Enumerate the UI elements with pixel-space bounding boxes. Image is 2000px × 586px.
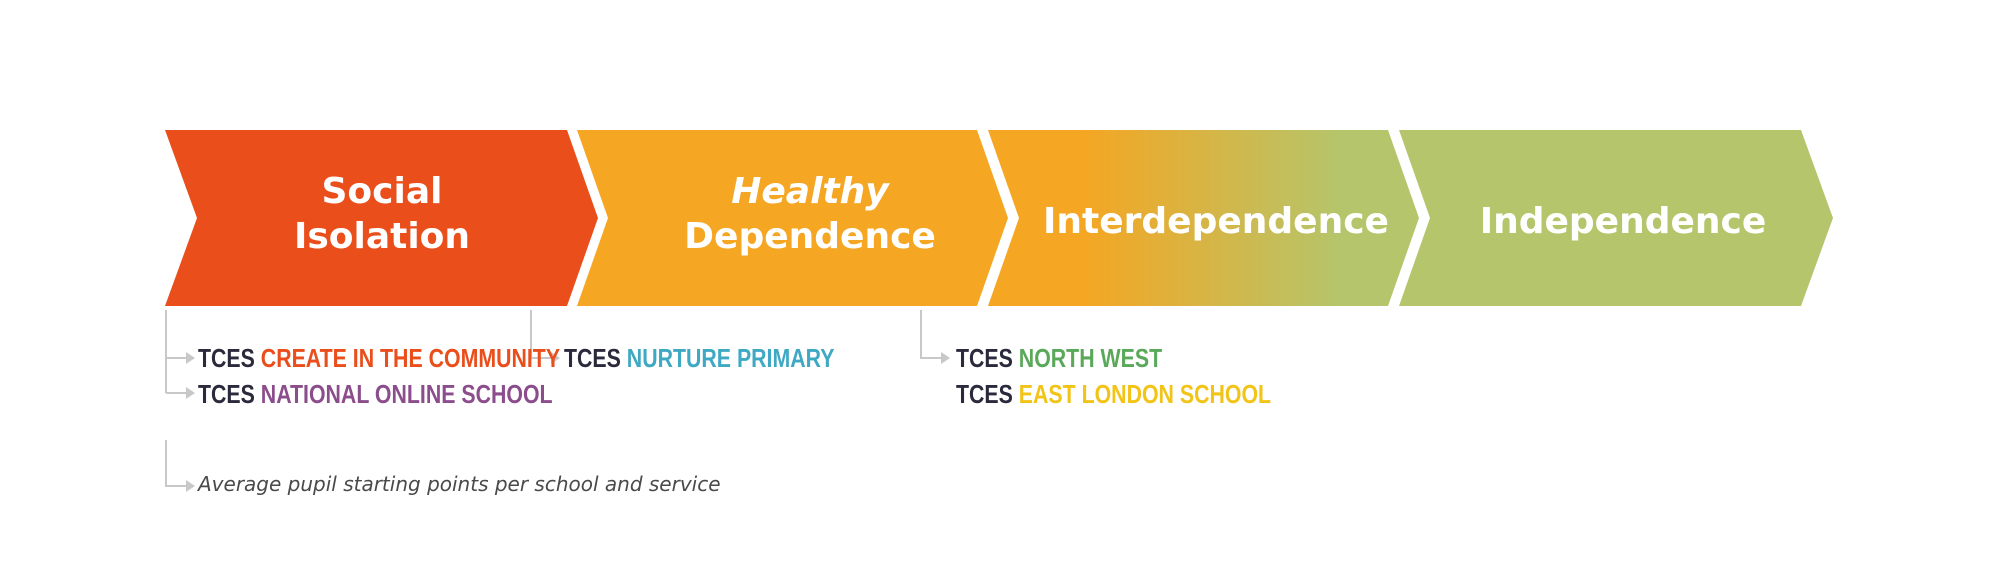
school-name: CREATE IN THE COMMUNITY: [260, 343, 561, 373]
stage-healthy-dependence-label-1: Healthy: [731, 171, 890, 212]
stage-interdependence-chevron: [988, 130, 1419, 306]
stage-social-isolation-label-2: Isolation: [294, 216, 470, 257]
stage-independence-chevron: [1399, 130, 1833, 306]
connector-social-isolation: [165, 310, 195, 399]
school-name: NATIONAL ONLINE SCHOOL: [260, 379, 553, 409]
legend-note: Average pupil starting points per school…: [198, 472, 721, 496]
school-prefix: TCES: [564, 343, 621, 373]
connector-interdependence: [920, 310, 950, 364]
school-prefix: TCES: [956, 343, 1013, 373]
school-name: NURTURE PRIMARY: [626, 343, 835, 373]
connector-healthy-dependence: [530, 310, 560, 364]
school-create-in-the-community: TCES CREATE IN THE COMMUNITY: [198, 343, 560, 374]
school-prefix: TCES: [198, 343, 255, 373]
connector-note: [165, 440, 195, 492]
school-prefix: TCES: [198, 379, 255, 409]
stage-interdependence-label: Interdependence: [1043, 201, 1389, 242]
school-nurture-primary: TCES NURTURE PRIMARY: [564, 343, 834, 374]
school-name: EAST LONDON SCHOOL: [1018, 379, 1272, 409]
stage-healthy-dependence-chevron: [577, 130, 1008, 306]
school-name: NORTH WEST: [1018, 343, 1163, 373]
stage-social-isolation-chevron: [165, 130, 598, 306]
school-north-west: TCES NORTH WEST: [956, 343, 1162, 374]
school-national-online-school: TCES NATIONAL ONLINE SCHOOL: [198, 379, 553, 410]
stage-social-isolation-label-1: Social: [322, 171, 443, 212]
stage-independence-label: Independence: [1480, 201, 1767, 242]
school-prefix: TCES: [956, 379, 1013, 409]
school-east-london-school: TCES EAST LONDON SCHOOL: [956, 379, 1271, 410]
stage-healthy-dependence-label-2: Dependence: [684, 216, 936, 257]
